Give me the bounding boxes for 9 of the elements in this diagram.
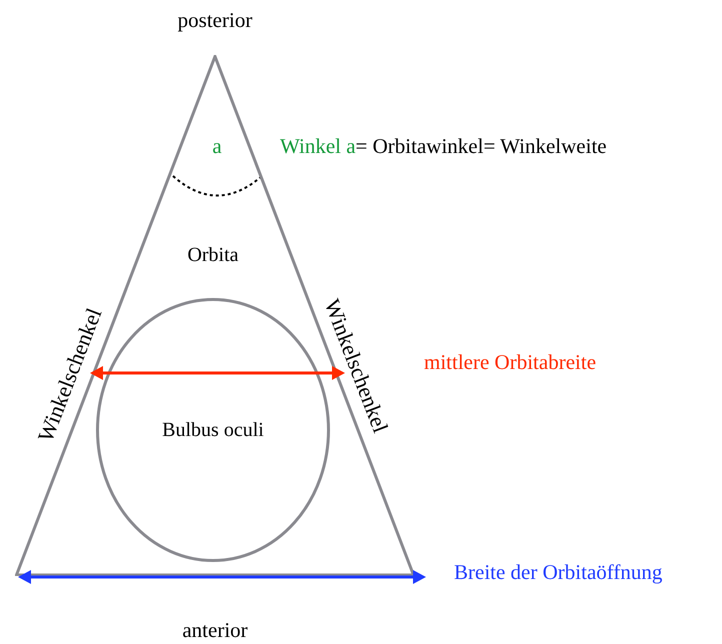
- angle-label: Winkel a: [280, 136, 356, 157]
- text-label: mittlere Orbitabreite: [424, 352, 596, 373]
- text-label: Breite der Orbitaöffnung: [454, 562, 662, 583]
- definition-text: = Orbitawinkel= Winkelweite: [356, 136, 607, 157]
- text-label: a: [212, 136, 222, 157]
- region-label: Orbita: [187, 245, 239, 265]
- text-label: anterior: [182, 620, 248, 641]
- text-label: posterior: [178, 10, 252, 31]
- ellipse-label: Bulbus oculi: [162, 420, 264, 440]
